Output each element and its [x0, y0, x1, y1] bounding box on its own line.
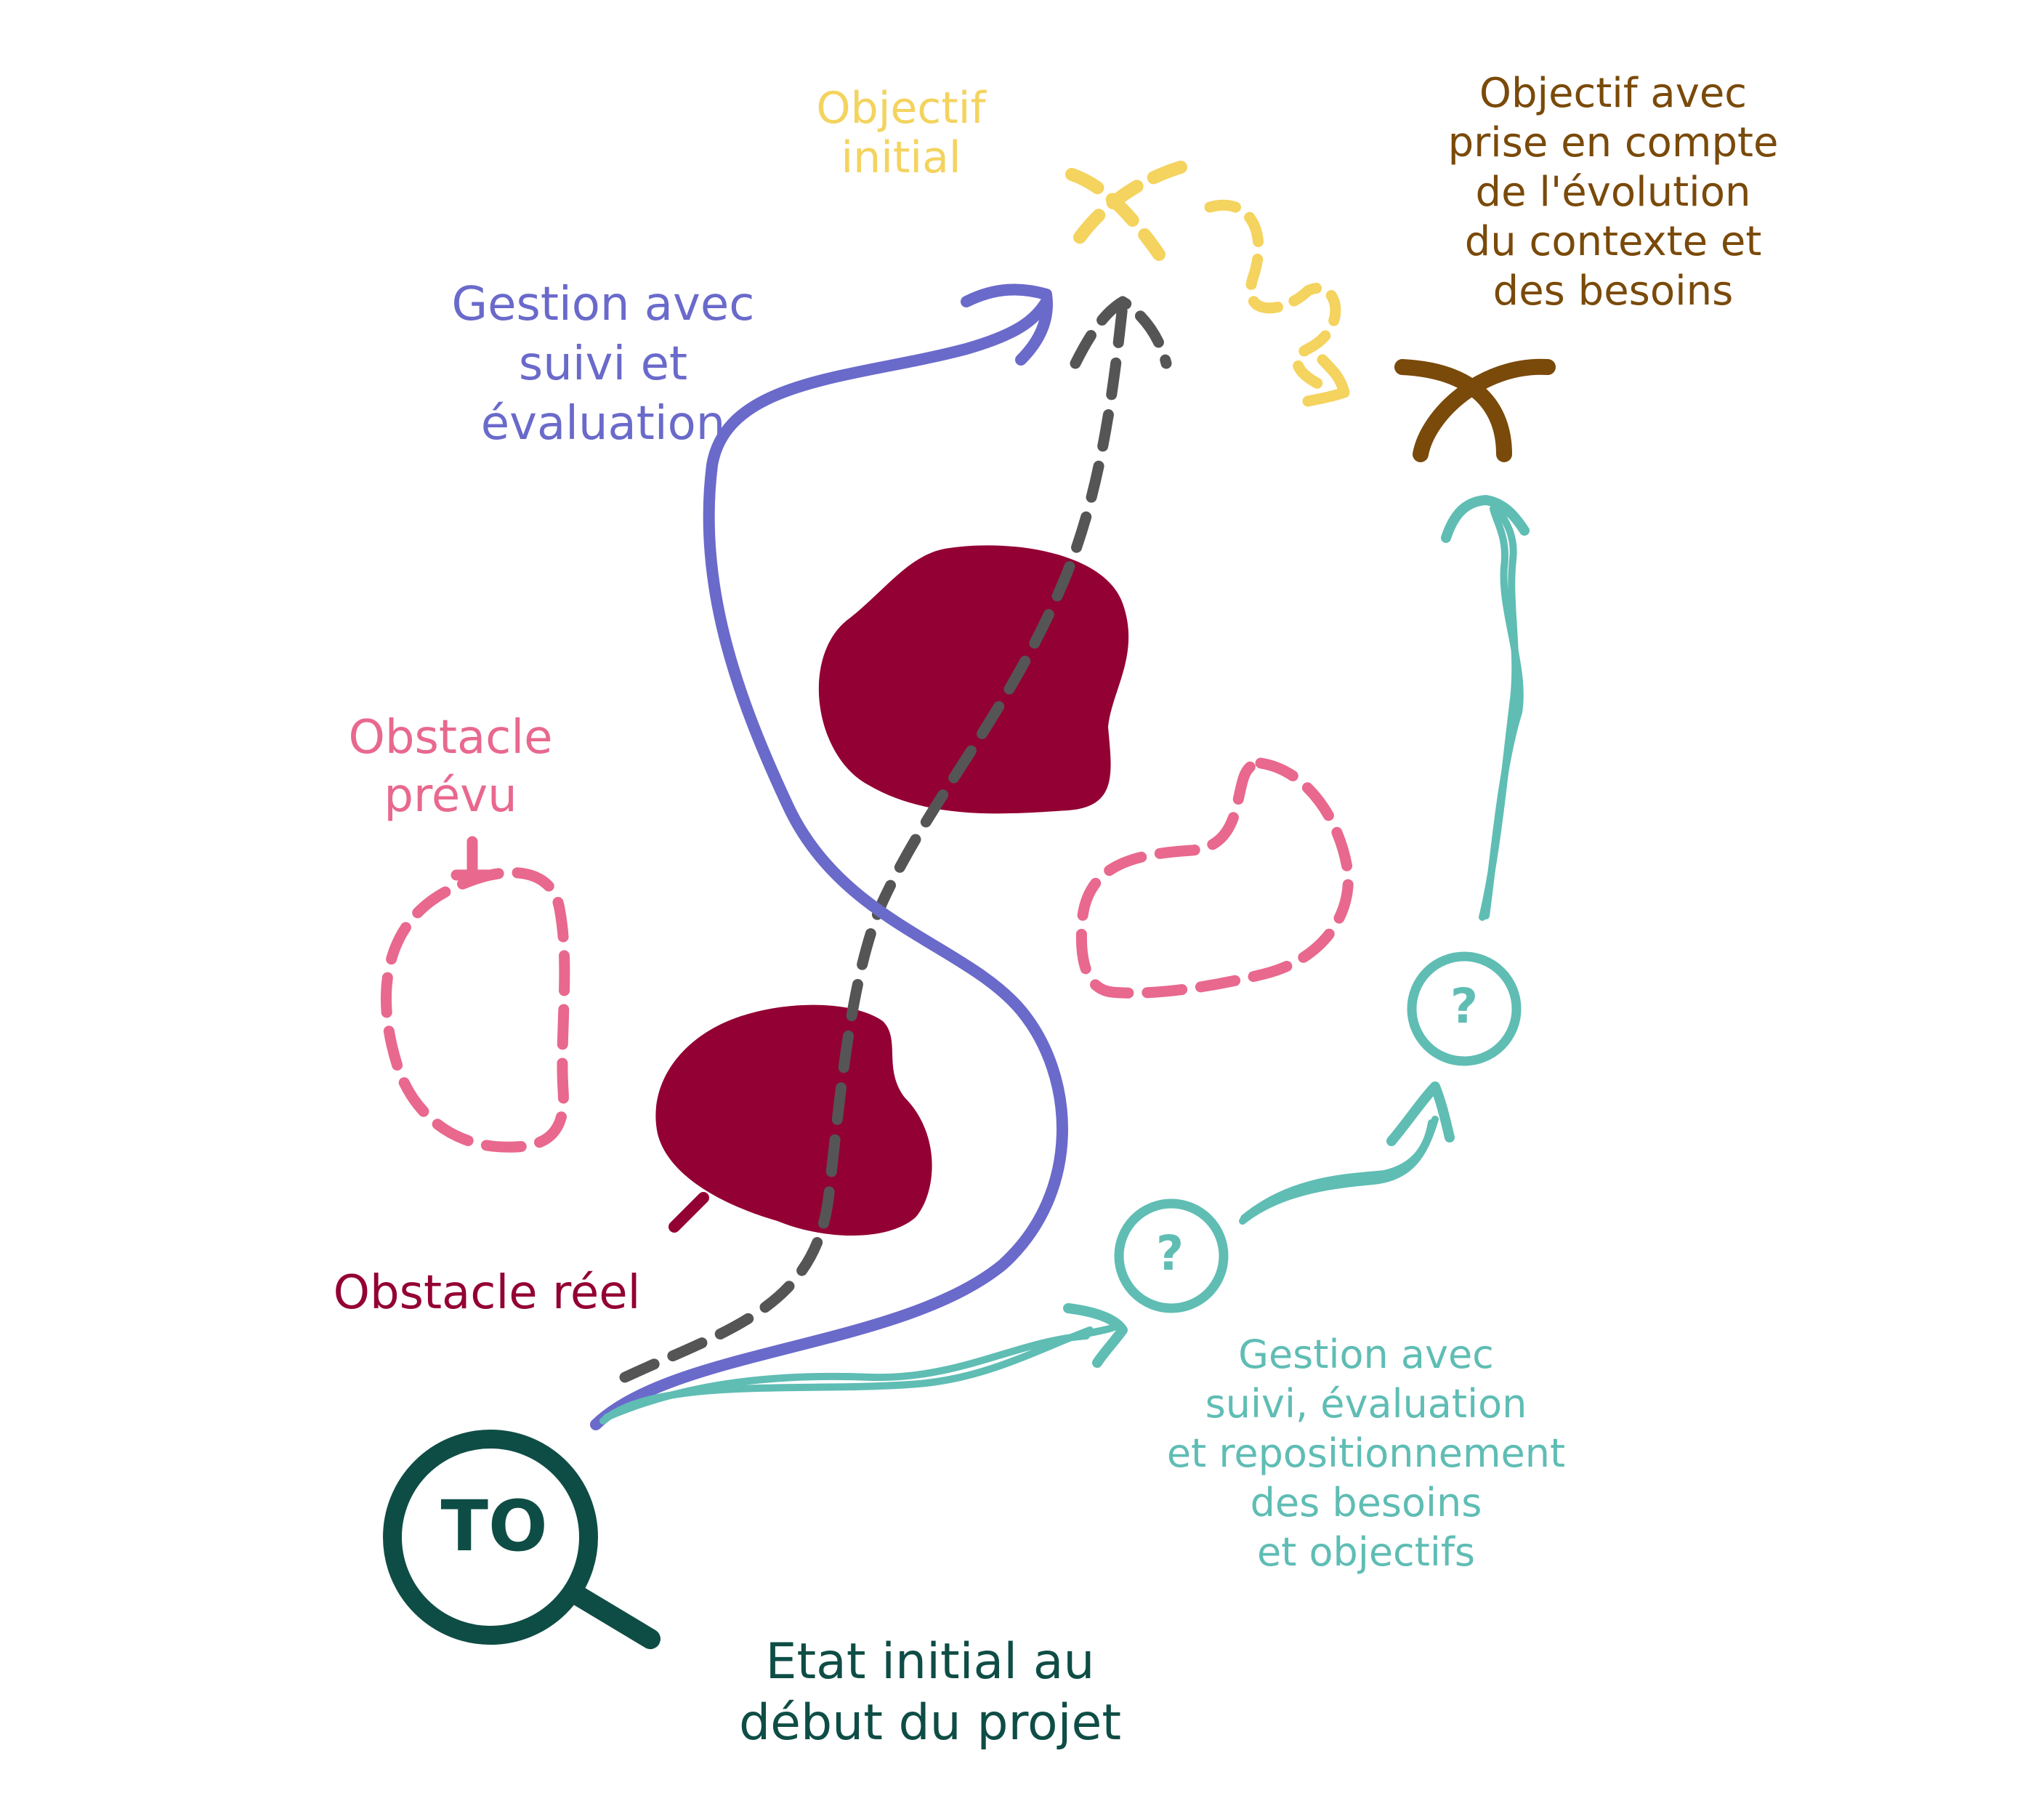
planned-obstacle-pointer [451, 836, 494, 881]
checkpoint-question-mark-2: ? [1450, 978, 1479, 1034]
checkpoint-circle-2 [1407, 951, 1522, 1066]
planned-obstacle-left [381, 867, 570, 1153]
start-marker-text: TO [440, 1486, 548, 1567]
real-obstacle-upper [818, 545, 1129, 814]
initial-goal-arrowhead [1302, 354, 1350, 407]
evolved-goal-cross [1394, 358, 1556, 462]
repositioned-path [599, 505, 1524, 1425]
initial-goal-drift [1204, 199, 1341, 395]
planned-obstacle-right [1075, 757, 1354, 999]
start-state-ring [383, 1430, 598, 1645]
initial-goal-cross [1065, 161, 1187, 261]
start-state-handle [567, 1585, 661, 1649]
checkpoint-circle-1 [1114, 1198, 1229, 1313]
real-obstacle-label: Obstacle réel [333, 1266, 641, 1320]
checkpoint-question-mark-1: ? [1155, 1225, 1184, 1281]
repositioned-arrowheads [1063, 495, 1530, 1368]
real-obstacle-lower [655, 1004, 932, 1236]
real-obstacle-pointer [668, 1192, 709, 1233]
planned-path [619, 299, 1128, 1383]
planned-path-arrowhead [1070, 296, 1172, 369]
managed-path-arrowhead [961, 283, 1053, 366]
managed-path [590, 296, 1068, 1430]
